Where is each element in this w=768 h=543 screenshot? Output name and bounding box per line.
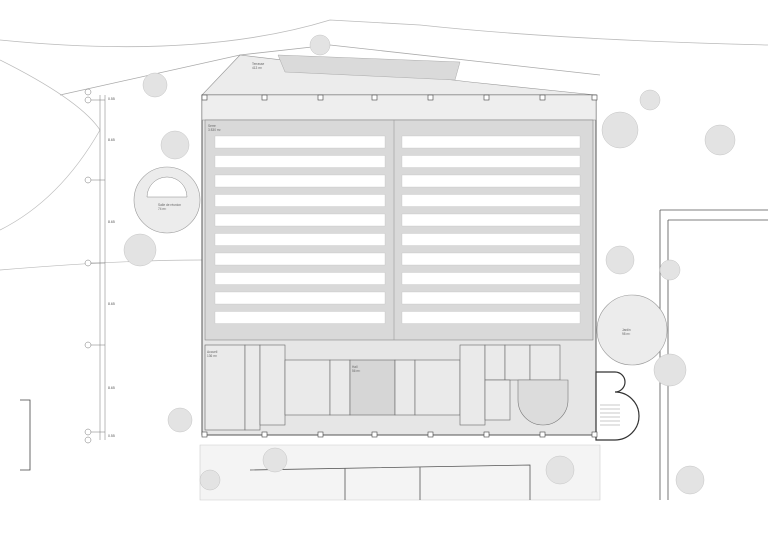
growing-beds (214, 135, 581, 324)
dimension-label: 8.65 (108, 138, 115, 142)
growing-bed (214, 252, 386, 266)
north-corridor (201, 94, 597, 121)
growing-bed (401, 194, 581, 207)
columns (201, 94, 598, 438)
stair-tower (595, 371, 640, 441)
growing-bed (401, 213, 581, 227)
growing-bed (214, 272, 386, 285)
path-line (0, 59, 101, 231)
column (483, 431, 490, 438)
column (317, 431, 324, 438)
service-rooms (204, 344, 561, 431)
patio (517, 379, 569, 426)
room-label-reception: Accueil 136 m² (207, 350, 218, 358)
column (371, 94, 378, 101)
dimension-label: 0.55 (108, 434, 115, 438)
column (261, 431, 268, 438)
growing-bed (401, 174, 581, 188)
column (427, 431, 434, 438)
dimension-label: 8.65 (108, 386, 115, 390)
room-label-hall: Hall 56 m² (352, 365, 361, 373)
amphitheater-seating (146, 176, 188, 198)
column (371, 431, 378, 438)
growing-bed (401, 311, 581, 324)
room-label-greenhouse: Serre 3 830 m² (208, 124, 221, 132)
column (483, 94, 490, 101)
growing-bed (214, 311, 386, 324)
greenhouse (204, 119, 594, 341)
wall (20, 399, 31, 471)
grid-markers (84, 88, 92, 444)
growing-bed (214, 135, 386, 149)
growing-bed (214, 155, 386, 168)
growing-bed (401, 233, 581, 246)
column (539, 94, 546, 101)
growing-bed (401, 272, 581, 285)
forecourt (199, 444, 601, 501)
growing-bed (214, 174, 386, 188)
column (201, 431, 208, 438)
dimension-label: 8.65 (108, 220, 115, 224)
growing-bed (401, 252, 581, 266)
trees (123, 34, 736, 495)
column (591, 431, 598, 438)
room-label-garden: Jardin 98 m² (622, 328, 631, 336)
growing-bed (214, 213, 386, 227)
dimension-ruler (85, 95, 106, 440)
stairs (600, 404, 620, 426)
column (317, 94, 324, 101)
column (261, 94, 268, 101)
growing-bed (401, 135, 581, 149)
dimension-label: 8.65 (108, 302, 115, 306)
planter (277, 54, 461, 81)
parking (249, 464, 531, 500)
growing-bed (214, 233, 386, 246)
path-line (0, 259, 203, 271)
column (201, 94, 208, 101)
road-line (0, 19, 768, 48)
column (539, 431, 546, 438)
circular-garden (596, 294, 668, 366)
dimension-label: 0.55 (108, 97, 115, 101)
column (427, 94, 434, 101)
growing-bed (401, 291, 581, 305)
neighbour-building (659, 209, 768, 500)
column (591, 94, 598, 101)
growing-bed (214, 291, 386, 305)
room-label-amphitheater: Salle de réunion 74 m² (158, 203, 182, 211)
amphitheater (133, 166, 201, 234)
growing-bed (401, 155, 581, 168)
room-label-terrace: Terrasse 413 m² (252, 62, 265, 70)
growing-bed (214, 194, 386, 207)
